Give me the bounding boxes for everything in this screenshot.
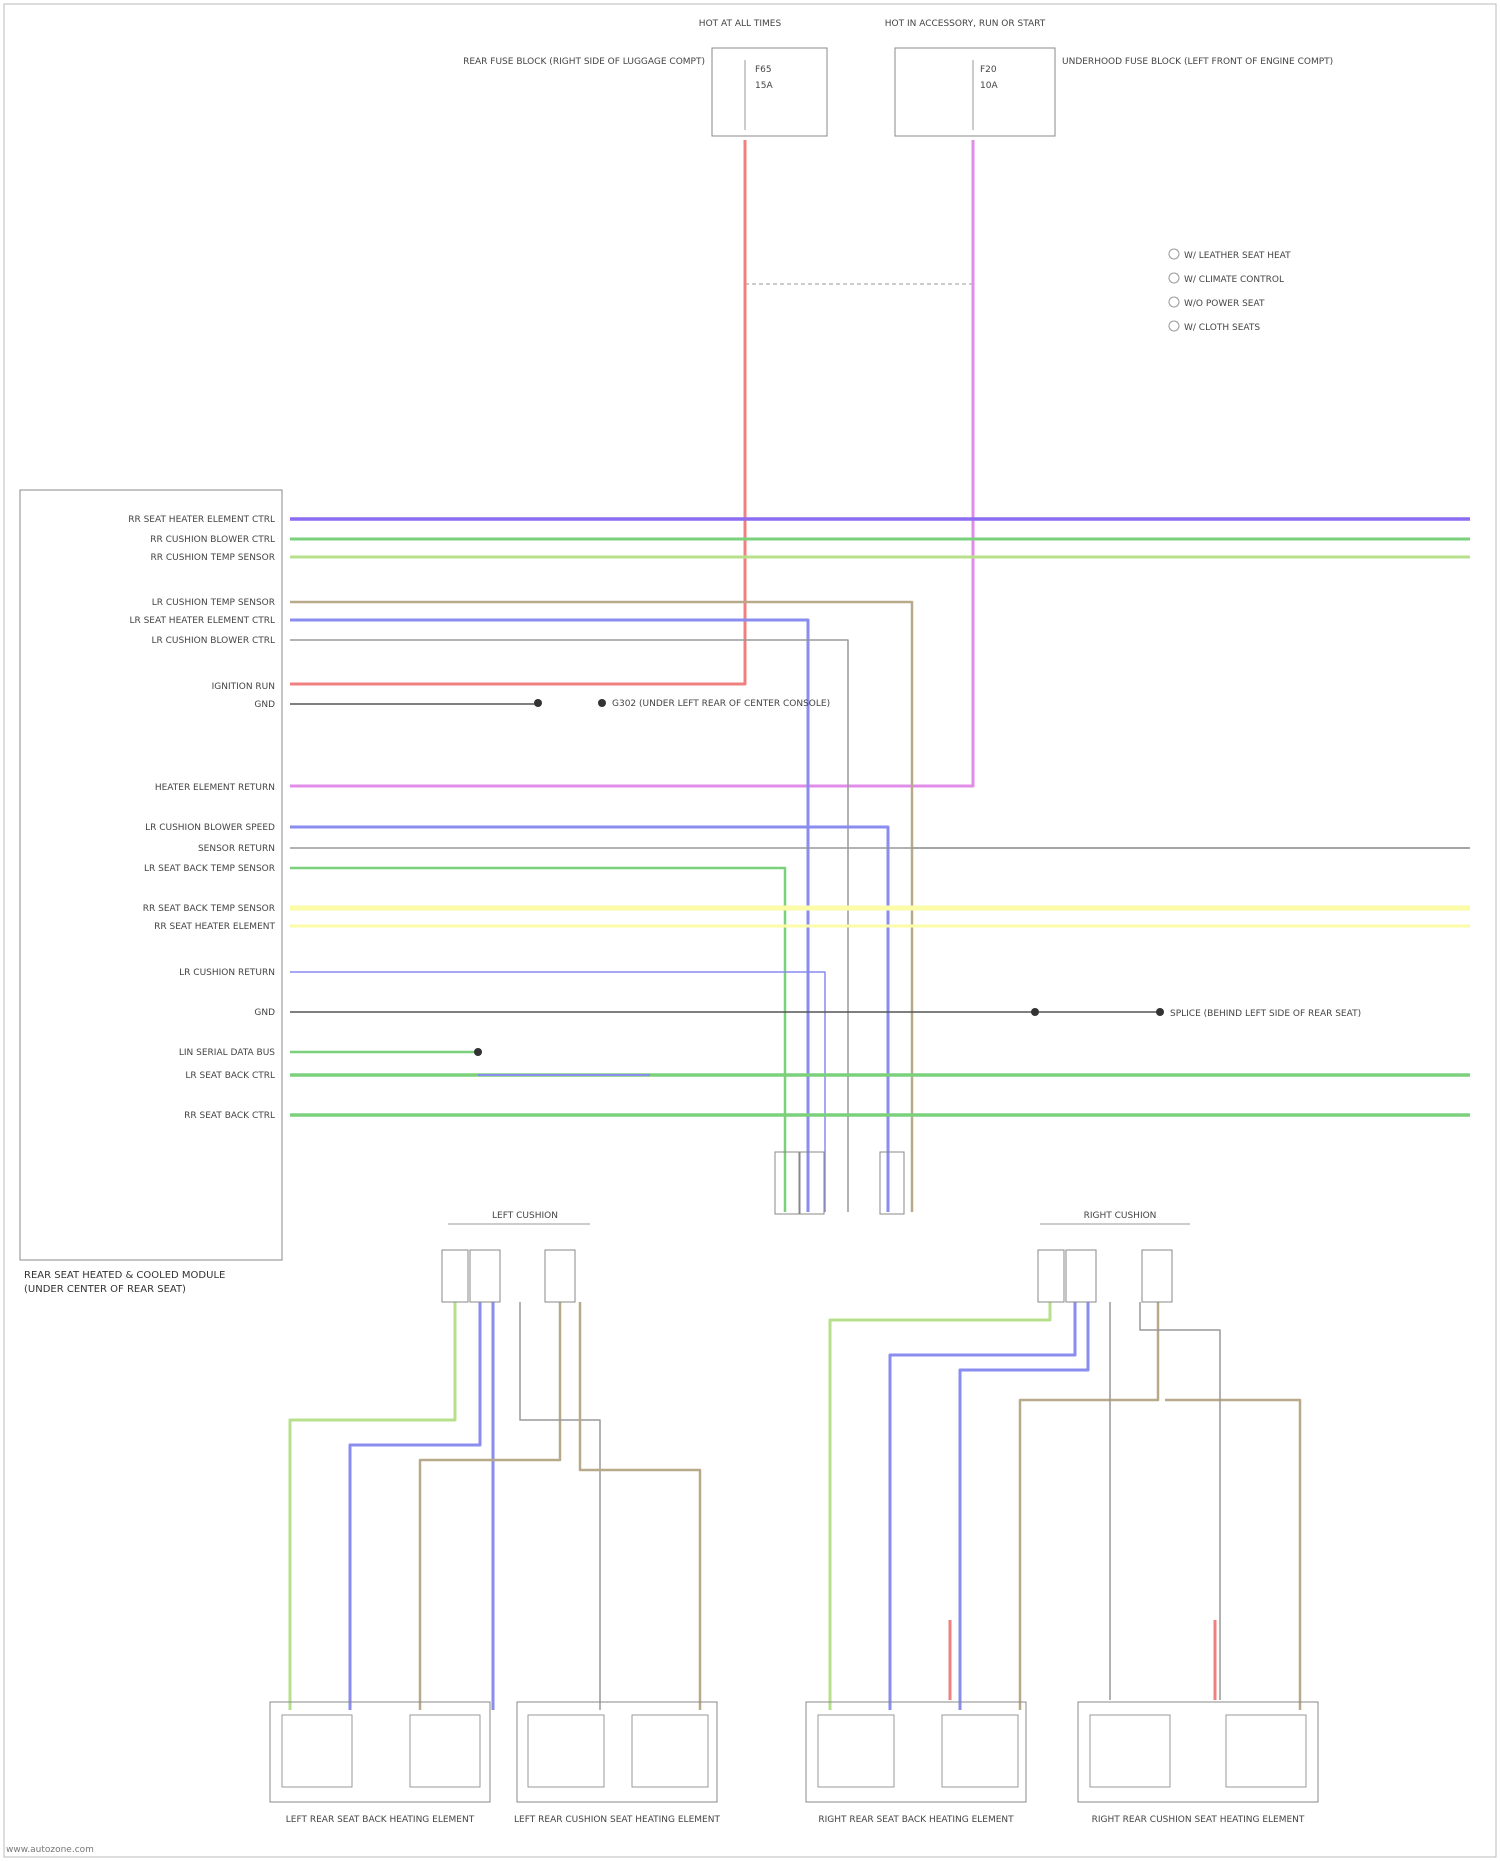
wire-drop-lr-4 <box>420 1302 560 1710</box>
module-pin-label: RR CUSHION BLOWER CTRL <box>150 535 275 545</box>
fuse-box-2-outline <box>895 48 1055 136</box>
module-pin-label: LR CUSHION BLOWER SPEED <box>145 823 275 833</box>
fuse-box-1: HOT AT ALL TIMES REAR FUSE BLOCK (RIGHT … <box>463 19 827 136</box>
heating-element-1: LEFT REAR SEAT BACK HEATING ELEMENT <box>270 1702 490 1825</box>
wire-accessory-feed <box>290 140 973 786</box>
heating-element-3-sensor <box>942 1715 1018 1787</box>
heating-element-4-title: RIGHT REAR CUSHION SEAT HEATING ELEMENT <box>1092 1815 1305 1825</box>
heating-element-2-sensor <box>632 1715 708 1787</box>
legend: W/ LEATHER SEAT HEAT W/ CLIMATE CONTROL … <box>1169 249 1291 333</box>
fuse-box-1-pin-b: 15A <box>755 81 773 91</box>
legend-marker-2 <box>1169 273 1179 283</box>
legend-marker-3 <box>1169 297 1179 307</box>
module-pin-label: LR CUSHION BLOWER CTRL <box>151 636 275 646</box>
wire-drop-rr-1 <box>830 1302 1050 1710</box>
connector-left-label: LEFT CUSHION <box>492 1211 558 1221</box>
harness-connector-1 <box>775 1152 799 1214</box>
ground-dot-3 <box>1156 1008 1164 1016</box>
seat-module-title: REAR SEAT HEATED & COOLED MODULE <box>24 1270 225 1281</box>
legend-item-2: W/ CLIMATE CONTROL <box>1184 275 1284 285</box>
ground-g302-dot <box>598 699 606 707</box>
connector-left-c <box>545 1250 575 1302</box>
ground-note-g302: G302 (UNDER LEFT REAR OF CENTER CONSOLE) <box>612 699 830 709</box>
module-pin-label: LR SEAT BACK CTRL <box>185 1071 275 1081</box>
fuse-box-2-pin-b: 10A <box>980 81 998 91</box>
source-footer: www.autozone.com <box>6 1845 94 1855</box>
legend-item-4: W/ CLOTH SEATS <box>1184 323 1260 333</box>
fuse-box-1-outline <box>712 48 827 136</box>
heating-element-2-heater <box>528 1715 604 1787</box>
module-pin-label: RR SEAT BACK CTRL <box>184 1111 275 1121</box>
connector-left-cushion: LEFT CUSHION <box>442 1211 590 1302</box>
legend-marker-1 <box>1169 249 1179 259</box>
module-pin-labels: RR SEAT HEATER ELEMENT CTRL RR CUSHION BL… <box>128 515 275 1121</box>
heating-element-4-sensor <box>1226 1715 1306 1787</box>
ground-dot-2 <box>1031 1008 1039 1016</box>
heating-element-4: RIGHT REAR CUSHION SEAT HEATING ELEMENT <box>1078 1702 1318 1825</box>
module-pin-label: RR SEAT BACK TEMP SENSOR <box>143 904 275 914</box>
module-pin-label: RR CUSHION TEMP SENSOR <box>151 553 275 563</box>
connector-right-c <box>1142 1250 1172 1302</box>
legend-item-1: W/ LEATHER SEAT HEAT <box>1184 251 1291 261</box>
wire-lr-seatback-temp <box>290 868 785 1212</box>
module-pin-label: SENSOR RETURN <box>198 844 275 854</box>
heating-element-3-heater <box>818 1715 894 1787</box>
heating-element-1-sensor <box>410 1715 480 1787</box>
module-pin-label: LR SEAT BACK TEMP SENSOR <box>144 864 275 874</box>
wire-drop-lr-1 <box>290 1302 455 1710</box>
lin-splice-dot <box>474 1048 482 1056</box>
connector-left-a <box>442 1250 468 1302</box>
module-pin-label: RR SEAT HEATER ELEMENT CTRL <box>128 515 275 525</box>
wire-drop-rr-2 <box>890 1302 1075 1710</box>
connector-right-label: RIGHT CUSHION <box>1084 1211 1157 1221</box>
wire-drop-lr-2 <box>350 1302 480 1710</box>
fuse-box-2-desc: UNDERHOOD FUSE BLOCK (LEFT FRONT OF ENGI… <box>1062 57 1333 67</box>
connector-left-b <box>470 1250 500 1302</box>
module-pin-label: LIN SERIAL DATA BUS <box>179 1048 275 1058</box>
heating-element-1-title: LEFT REAR SEAT BACK HEATING ELEMENT <box>286 1815 475 1825</box>
ground-splice-dot <box>534 699 542 707</box>
heating-element-1-heater <box>282 1715 352 1787</box>
legend-marker-4 <box>1169 321 1179 331</box>
wire-lr-cushion-return <box>290 972 825 1212</box>
wire-harness <box>290 140 1470 1710</box>
heating-element-4-heater <box>1090 1715 1170 1787</box>
heating-element-3-title: RIGHT REAR SEAT BACK HEATING ELEMENT <box>818 1815 1014 1825</box>
heating-element-3: RIGHT REAR SEAT BACK HEATING ELEMENT <box>806 1702 1026 1825</box>
connector-right-a <box>1038 1250 1064 1302</box>
ground-note-splice: SPLICE (BEHIND LEFT SIDE OF REAR SEAT) <box>1170 1009 1361 1019</box>
harness-connector-2 <box>800 1152 824 1214</box>
module-pin-label: LR CUSHION TEMP SENSOR <box>152 598 275 608</box>
wire-drop-rr-3 <box>960 1302 1088 1710</box>
fuse-box-1-desc: REAR FUSE BLOCK (RIGHT SIDE OF LUGGAGE C… <box>463 57 705 67</box>
seat-module: REAR SEAT HEATED & COOLED MODULE (UNDER … <box>20 490 282 1295</box>
module-pin-label: LR SEAT HEATER ELEMENT CTRL <box>129 616 275 626</box>
heating-element-2: LEFT REAR CUSHION SEAT HEATING ELEMENT <box>514 1702 720 1825</box>
fuse-box-1-pin-a: F65 <box>755 65 772 75</box>
fuse-box-2-pin-a: F20 <box>980 65 997 75</box>
module-pin-label: GND <box>254 1008 275 1018</box>
connector-right-cushion: RIGHT CUSHION <box>1038 1211 1190 1302</box>
seat-module-subtitle: (UNDER CENTER OF REAR SEAT) <box>24 1284 186 1295</box>
wire-drop-rr-5 <box>1165 1400 1300 1710</box>
module-pin-label: RR SEAT HEATER ELEMENT <box>154 922 275 932</box>
connector-right-b <box>1066 1250 1096 1302</box>
legend-item-3: W/O POWER SEAT <box>1184 299 1265 309</box>
module-pin-label: GND <box>254 700 275 710</box>
module-pin-label: HEATER ELEMENT RETURN <box>155 783 275 793</box>
wire-drop-lr-6 <box>580 1302 700 1710</box>
module-pin-label: LR CUSHION RETURN <box>179 968 275 978</box>
harness-connector-3 <box>880 1152 904 1214</box>
fuse-box-2: HOT IN ACCESSORY, RUN OR START UNDERHOOD… <box>885 19 1333 136</box>
module-pin-label: IGNITION RUN <box>212 682 275 692</box>
fuse-box-2-title: HOT IN ACCESSORY, RUN OR START <box>885 19 1046 29</box>
heating-element-2-title: LEFT REAR CUSHION SEAT HEATING ELEMENT <box>514 1815 720 1825</box>
fuse-box-1-title: HOT AT ALL TIMES <box>699 19 782 29</box>
wire-drop-rr-7 <box>1140 1302 1220 1700</box>
wire-lr-blower-speed <box>290 827 888 1212</box>
